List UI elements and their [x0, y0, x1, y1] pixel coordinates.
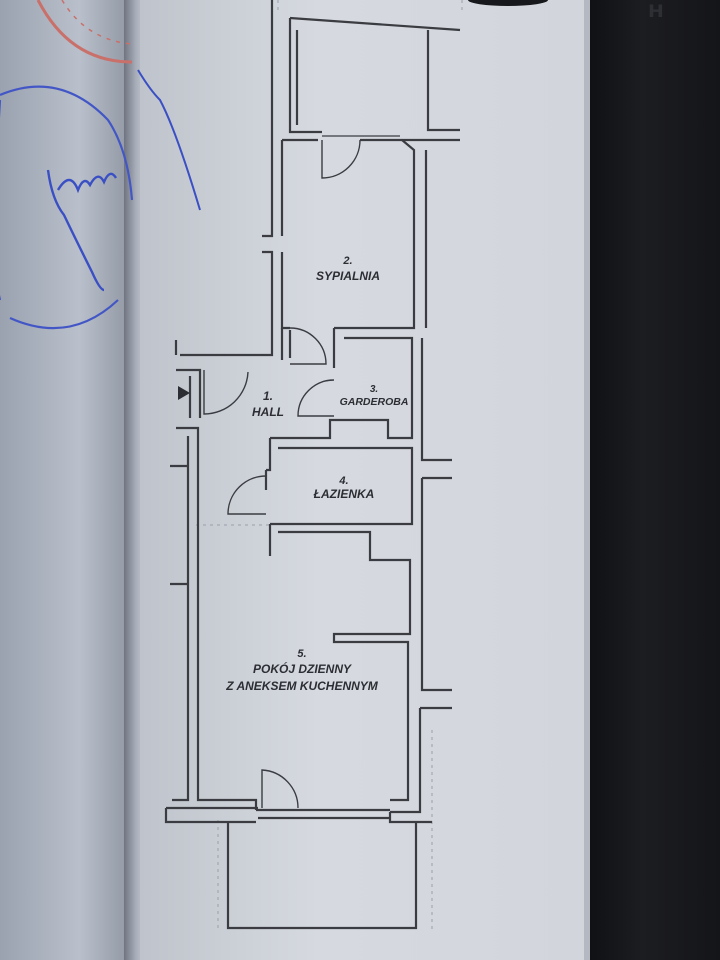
- background-dashed-lines: [196, 0, 463, 930]
- official-stamp: [36, 0, 133, 64]
- entrance-arrow-icon: [178, 386, 190, 400]
- left-page: [0, 0, 132, 960]
- room-2-number: 2.: [342, 255, 352, 267]
- room-4-label: 4. ŁAZIENKA: [313, 475, 375, 501]
- room-5-name-line2: Z ANEKSEM KUCHENNYM: [225, 679, 379, 693]
- room-4-number: 4.: [338, 475, 348, 487]
- page-edge: [584, 0, 594, 960]
- room-3-number: 3.: [370, 384, 378, 395]
- top-shadow: [468, 0, 548, 6]
- room-1-label: 1. HALL: [252, 389, 284, 419]
- cover-emboss-mark: ᴴ: [648, 0, 666, 35]
- room-5-number: 5.: [297, 648, 306, 660]
- handwritten-signature: [46, 69, 201, 292]
- room-3-name: GARDEROBA: [340, 396, 409, 408]
- doors: [203, 139, 361, 809]
- room-4-name: ŁAZIENKA: [313, 487, 375, 501]
- room-5-label: 5. POKÓJ DZIENNY Z ANEKSEM KUCHENNYM: [225, 648, 379, 693]
- room-1-number: 1.: [263, 389, 273, 403]
- room-2-name: SYPIALNIA: [316, 269, 380, 283]
- room-5-name-line1: POKÓJ DZIENNY: [253, 661, 352, 676]
- walls: [164, 0, 461, 930]
- signature-circle: [0, 85, 134, 330]
- room-3-label: 3. GARDEROBA: [340, 384, 409, 408]
- room-1-name: HALL: [252, 405, 284, 419]
- room-2-label: 2. SYPIALNIA: [316, 255, 380, 283]
- black-cover: [590, 0, 720, 960]
